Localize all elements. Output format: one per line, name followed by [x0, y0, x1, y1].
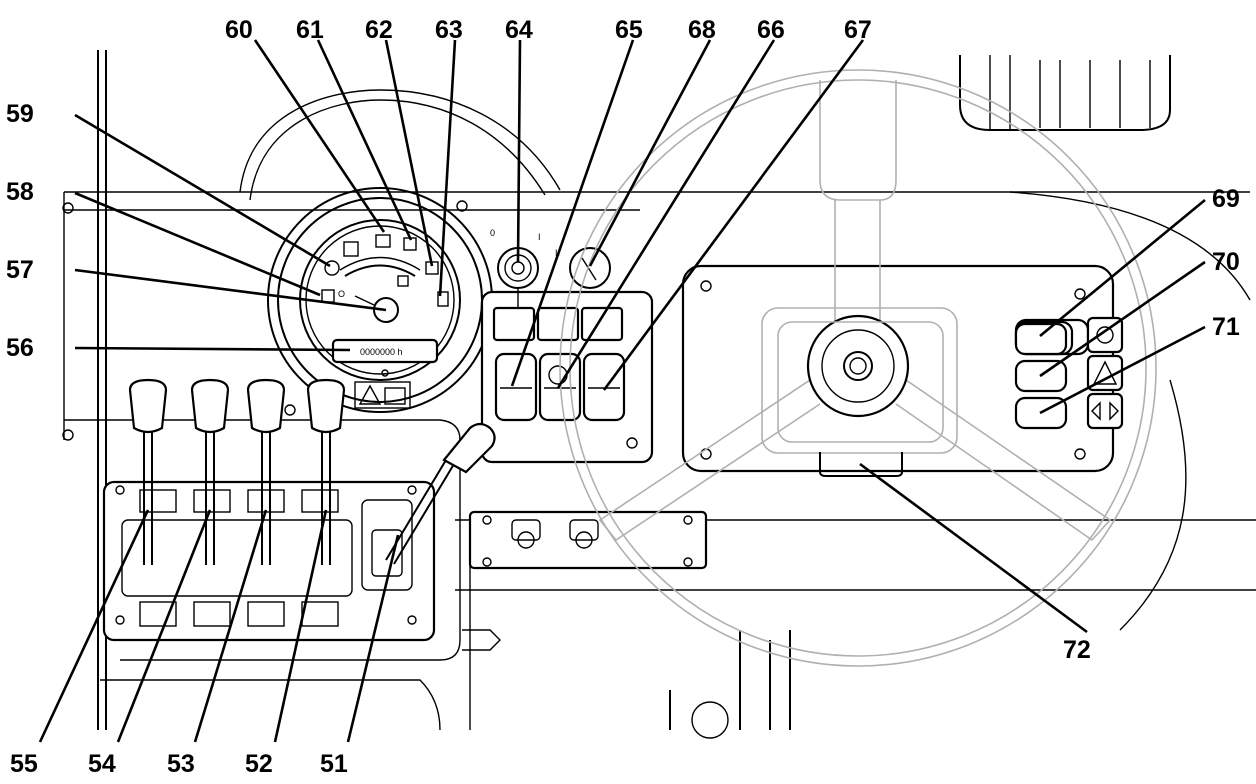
lever-label-bottom-54	[193, 601, 231, 627]
callout-68: 68	[688, 16, 716, 44]
levers	[128, 378, 496, 565]
callout-53: 53	[167, 750, 195, 778]
lever-52[interactable]	[306, 378, 346, 565]
manual-book-icon	[384, 387, 406, 405]
callout-67: 67	[844, 16, 872, 44]
lever-label-top-54	[193, 489, 231, 513]
warning-lamp-60	[375, 234, 391, 248]
lever-55[interactable]	[128, 378, 168, 565]
right-switch-panel	[681, 264, 1124, 473]
hazard-icon	[1086, 354, 1124, 392]
rocker-switch-65[interactable]	[494, 352, 538, 422]
callout-72: 72	[1063, 636, 1091, 664]
callout-57: 57	[6, 256, 34, 284]
callout-62: 62	[365, 16, 393, 44]
sprayer-indicator	[580, 306, 624, 342]
turn-signal-icon	[1086, 392, 1124, 430]
lever-label-top-52	[301, 489, 339, 513]
callout-56: 56	[6, 334, 34, 362]
callout-55: 55	[10, 750, 38, 778]
engine-lamp-icon	[343, 241, 359, 257]
lever-54[interactable]	[190, 378, 230, 565]
lever-53[interactable]	[246, 378, 286, 565]
fuel-gauge-center	[373, 297, 399, 323]
callout-64: 64	[505, 16, 533, 44]
ignition-pos-1: I	[538, 232, 541, 242]
lever-label-bottom-53	[247, 601, 285, 627]
callout-69: 69	[1212, 185, 1240, 213]
fuel-pump-icon	[397, 275, 409, 287]
fan-indicator	[536, 306, 580, 342]
rocker-switch-67[interactable]	[582, 352, 626, 422]
steering-hub	[806, 314, 910, 418]
switch-panel: 0 I II	[456, 200, 654, 464]
lower-bracket	[468, 510, 708, 570]
warning-lamp-63	[437, 291, 449, 307]
callout-65: 65	[615, 16, 643, 44]
hour-meter-reading: 0000000 h	[360, 347, 403, 357]
callout-63: 63	[435, 16, 463, 44]
switch-68[interactable]	[569, 247, 611, 289]
console-outline	[63, 50, 1256, 739]
warning-lamp-58	[321, 289, 335, 303]
warning-manual-decal	[354, 381, 411, 409]
column-adjust-lever-72[interactable]	[819, 452, 903, 477]
callout-52: 52	[245, 750, 273, 778]
horn-button[interactable]	[492, 306, 536, 342]
callout-71: 71	[1212, 313, 1240, 341]
fuel-empty-mark: O	[338, 289, 345, 299]
warning-lamp-59	[324, 260, 340, 276]
callout-59: 59	[6, 100, 34, 128]
lever-label-bottom-55	[139, 601, 177, 627]
ignition-pos-0: 0	[490, 228, 495, 238]
throttle-guide	[361, 499, 413, 591]
callout-58: 58	[6, 178, 34, 206]
callout-51: 51	[320, 750, 348, 778]
callout-61: 61	[296, 16, 324, 44]
callout-60: 60	[225, 16, 253, 44]
callout-54: 54	[88, 750, 116, 778]
leader-lines	[38, 39, 1206, 743]
callout-70: 70	[1212, 248, 1240, 276]
callout-labels: 60 61 62 63 64 65 68 66 67 59 58 57 56 6…	[6, 16, 1240, 778]
callout-66: 66	[757, 16, 785, 44]
lever-label-top-55	[139, 489, 177, 513]
warning-triangle-icon	[358, 384, 382, 405]
steering-wheel[interactable]	[559, 69, 1157, 667]
